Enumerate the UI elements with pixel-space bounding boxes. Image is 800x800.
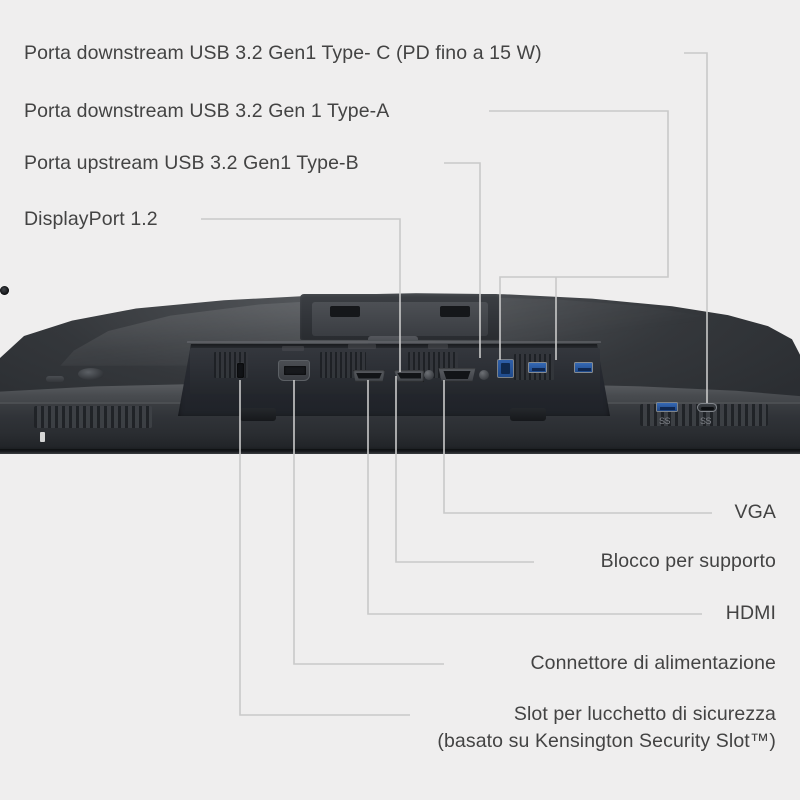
displayport-port: [394, 370, 424, 382]
stand-mount-clip-right: [440, 306, 470, 317]
audio-line-out-jack: [0, 286, 9, 295]
label-vga: VGA: [734, 501, 776, 523]
label-usb-b-upstream: Porta upstream USB 3.2 Gen1 Type-B: [24, 152, 359, 174]
usb-type-c-side-port: [697, 403, 717, 412]
power-led-indicator: [40, 432, 45, 442]
vga-screw-left: [424, 370, 434, 380]
vent-slots-wing-left: [34, 406, 152, 428]
rubber-foot-right: [510, 408, 546, 421]
vga-port: [438, 368, 476, 382]
usb-type-a-downstream-port-1: [528, 362, 547, 373]
label-security-slot-line2: (basato su Kensington Security Slot™): [437, 730, 776, 752]
monitor-chassis: SS SS: [0, 286, 800, 456]
label-usb-a-downstream: Porta downstream USB 3.2 Gen 1 Type-A: [24, 100, 390, 122]
osd-joystick[interactable]: [78, 368, 104, 380]
printed-marking-3: [428, 344, 448, 349]
superspeed-icon-usba: SS: [659, 416, 671, 426]
label-usb-c-downstream: Porta downstream USB 3.2 Gen1 Type- C (P…: [24, 42, 542, 64]
power-button[interactable]: [46, 376, 64, 382]
stand-mount-clip-left: [330, 306, 360, 317]
printed-marking-1: [282, 346, 304, 351]
vga-screw-right: [479, 370, 489, 380]
hdmi-port: [353, 370, 385, 382]
rubber-foot-left: [240, 408, 276, 421]
printed-marking-2: [348, 344, 376, 349]
usb-type-a-side-port: [656, 402, 678, 412]
superspeed-icon-usbc: SS: [700, 416, 712, 426]
security-lock-slot-port: [237, 363, 244, 378]
monitor-rear-illustration: SS SS: [0, 286, 800, 456]
label-power-connector: Connettore di alimentazione: [530, 652, 776, 674]
label-security-slot-line1: Slot per lucchetto di sicurezza: [513, 703, 776, 725]
ac-power-inlet-port: [278, 360, 310, 381]
monitor-bottom-edge: [0, 449, 800, 454]
label-stand-lock: Blocco per supporto: [600, 550, 776, 572]
usb-type-b-upstream-port: [497, 359, 514, 378]
label-displayport: DisplayPort 1.2: [24, 208, 158, 230]
label-hdmi: HDMI: [725, 602, 776, 624]
usb-type-a-downstream-port-2: [574, 362, 593, 373]
